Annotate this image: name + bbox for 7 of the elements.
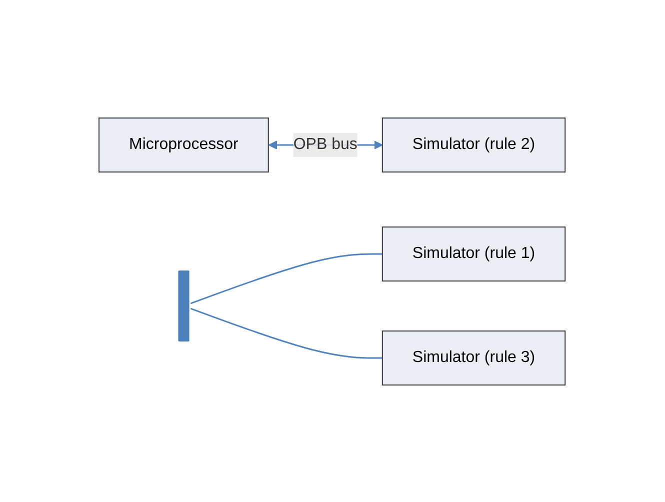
node-box: Microprocessor bbox=[98, 117, 270, 172]
node-box: Simulator (rule 3) bbox=[382, 330, 566, 385]
node-box: Simulator (rule 2) bbox=[382, 117, 566, 172]
edge-label: OPB bus bbox=[294, 136, 358, 152]
connector bbox=[190, 307, 383, 358]
node-box: Simulator (rule 1) bbox=[382, 226, 566, 281]
connector bbox=[190, 252, 383, 304]
